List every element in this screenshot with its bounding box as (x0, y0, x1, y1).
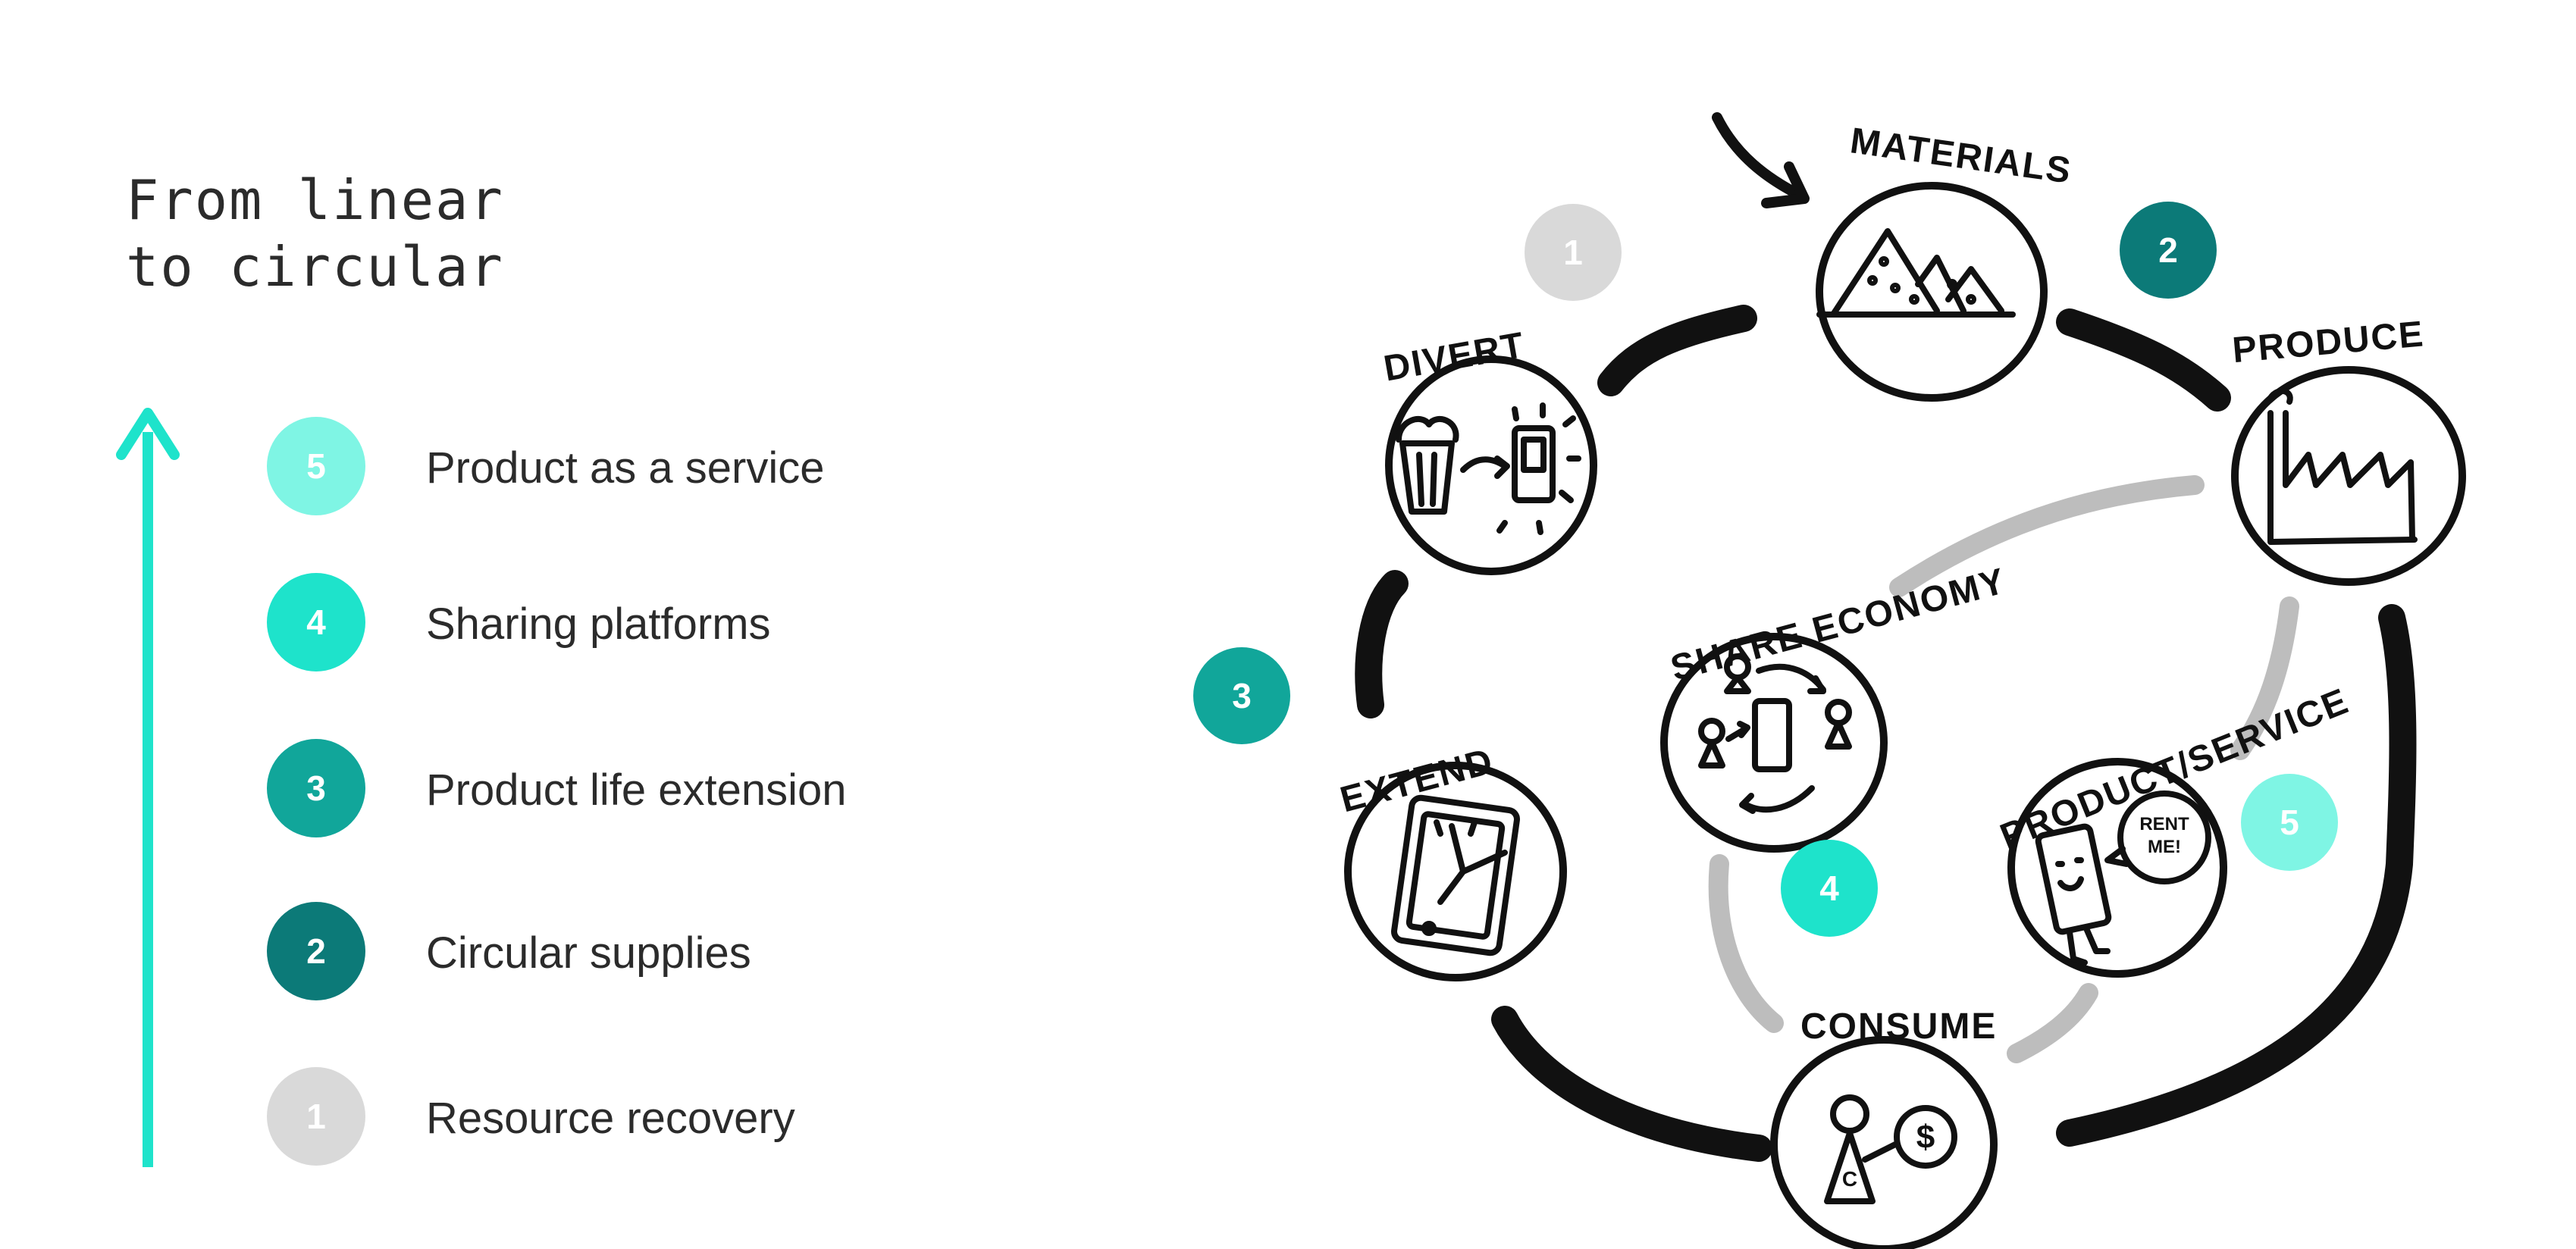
legend-badge-3: 3 (267, 739, 365, 837)
share-economy-icon (1698, 653, 1852, 814)
path-extend-to-consume (1491, 1006, 1772, 1162)
dollar-sign-text: $ (1916, 1119, 1935, 1156)
page-title: From linear to circular (126, 168, 504, 299)
legend-item-1: 1 Resource recovery (267, 1067, 949, 1166)
legend-badge-4: 4 (267, 573, 365, 671)
marker-circle-5 (2241, 774, 2338, 871)
path-share-to-produce (1889, 475, 2205, 597)
legend-item-5: 5 Product as a service (267, 417, 949, 515)
divert-recycle-icon (1396, 402, 1581, 535)
legend-item-4: 4 Sharing platforms (267, 573, 949, 671)
consumer-c-text: C (1842, 1167, 1857, 1191)
path-materials-to-produce (2056, 308, 2231, 412)
extend-node (1344, 762, 1567, 981)
marker-circle-4 (1781, 840, 1878, 937)
entry-arrow-icon (1712, 112, 1810, 208)
path-produce-to-consume (2056, 604, 2417, 1147)
legend-label-sharing-platforms: Sharing platforms (426, 599, 771, 649)
factory-icon (2267, 388, 2418, 545)
path-product-service-to-consume (2007, 983, 2098, 1063)
marker-number-1: 1 (1563, 233, 1583, 272)
marker-number-2: 2 (2158, 230, 2178, 270)
marker-circle-1 (1525, 204, 1622, 301)
legend-badge-1: 1 (267, 1067, 365, 1166)
outer-loop-paths (1355, 305, 2417, 1162)
legend-label-product-as-a-service: Product as a service (426, 443, 825, 493)
legend-item-2: 2 Circular supplies (267, 902, 949, 1000)
path-share-to-consume (1708, 854, 1784, 1033)
produce-label: PRODUCE (2231, 314, 2427, 371)
legend-label-circular-supplies: Circular supplies (426, 928, 751, 978)
inner-loop-paths (1708, 475, 2299, 1063)
legend-label-product-life-extension: Product life extension (426, 765, 847, 815)
product-service-node (2007, 758, 2227, 978)
path-materials-to-divert (1597, 305, 1757, 396)
consume-label: CONSUME (1800, 1006, 1997, 1047)
legend-badge-5: 5 (267, 417, 365, 515)
materials-node (1816, 182, 2048, 402)
path-divert-to-extend (1355, 570, 1409, 718)
mountains-icon (1816, 228, 2016, 318)
rent-product-icon (2035, 790, 2211, 966)
marker-circle-3 (1193, 647, 1290, 744)
progress-arrow (143, 432, 153, 1167)
marker-circle-2 (2120, 202, 2217, 299)
marker-number-4: 4 (1819, 869, 1839, 908)
legend-item-3: 3 Product life extension (267, 739, 949, 837)
share-economy-node (1660, 633, 1888, 853)
legend-badge-2: 2 (267, 902, 365, 1000)
repair-phone-icon (1391, 794, 1520, 956)
path-produce-to-product-service (2230, 596, 2299, 760)
marker-number-5: 5 (2280, 803, 2299, 842)
consume-node (1770, 1036, 1998, 1249)
consumer-money-icon (1824, 1094, 1957, 1204)
marker-number-3: 3 (1232, 676, 1252, 715)
materials-label: MATERIALS (1847, 121, 2074, 191)
legend-label-resource-recovery: Resource recovery (426, 1094, 795, 1143)
